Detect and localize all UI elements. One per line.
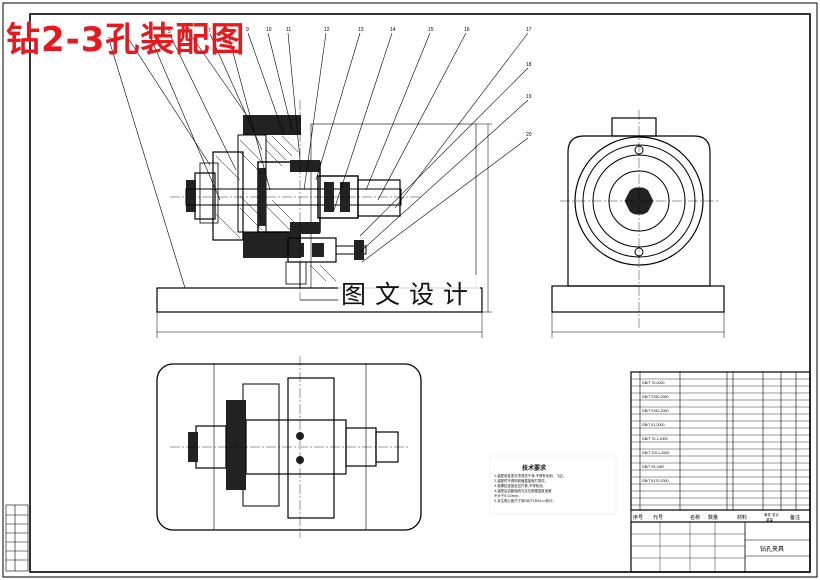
faceplate-bottom (243, 232, 301, 258)
callout-leaders (109, 32, 529, 289)
hdr-material: 材料 (737, 514, 747, 521)
callout-leader-18 (359, 67, 529, 237)
drawing-name: 钻孔夹具 (760, 545, 784, 553)
title-block-headers: 序号 代号 名称 数量 材料 单件 总计 重量 备注 钻孔夹具 (633, 512, 800, 553)
bom-table (630, 371, 811, 573)
tech-note-line: 不大于0.02mm。 (494, 494, 522, 498)
callout-leader-14 (333, 32, 393, 211)
tech-note-line: 1.装配前各零件须清洗干净,不得有毛刺、飞边。 (494, 474, 567, 478)
callout-leader-12 (303, 32, 327, 191)
hdr-total: 总计 (772, 512, 780, 517)
callout-leader-7 (209, 33, 263, 151)
callout-leader-4 (149, 35, 221, 201)
callout-label-4: 4 (148, 30, 151, 36)
callout-label-5: 5 (168, 29, 171, 35)
callout-label-9: 9 (246, 27, 249, 33)
callout-leader-16 (377, 32, 467, 201)
callout-leader-19 (359, 99, 529, 253)
callout-label-17: 17 (526, 27, 532, 33)
callout-leader-20 (361, 137, 529, 263)
hdr-single: 单件 (764, 512, 772, 517)
hdr-code: 代号 (653, 514, 663, 521)
hex-nut (194, 172, 216, 220)
callout-label-18: 18 (526, 62, 532, 68)
tech-note-line: 5.未注明公差尺寸按GB/T1804-m执行。 (494, 499, 556, 503)
bom-code: GB/T 70-2000 (642, 381, 665, 385)
overlay-title: 钻2-3孔装配图 (6, 20, 246, 60)
callout-label-15: 15 (428, 27, 434, 33)
callout-label-12: 12 (324, 27, 330, 33)
bom-code: GB/T 6170-2000 (642, 479, 669, 483)
hdr-seq: 序号 (633, 514, 643, 521)
hdr-name: 名称 (690, 514, 700, 521)
hdr-qty: 数量 (708, 514, 718, 521)
tech-notes-title: 技术要求 (522, 465, 547, 472)
faceplate-top (243, 115, 301, 135)
callout-label-8: 8 (226, 28, 229, 34)
callout-labels: 2 3 4 5 6 7 8 9 10 11 12 13 14 15 16 17 18 19 20 (108, 27, 532, 138)
tech-notes: 1.装配前各零件须清洗干净,不得有毛刺、飞边。2.装配时不得用铁锤直接敲打零件。… (494, 474, 614, 504)
callout-label-2: 2 (108, 37, 111, 43)
margin-table (5, 504, 29, 572)
inner-border (29, 13, 811, 573)
tech-note-line: 4.装配后钻套轴线与定位面垂直度误差 (494, 489, 552, 493)
hdr-remark: 备注 (790, 514, 800, 521)
bom-code: GB/T 119.1-2000 (642, 451, 669, 455)
front-view (156, 100, 492, 338)
callout-leader-2 (109, 42, 186, 289)
callout-label-10: 10 (266, 27, 272, 33)
callout-leader-13 (315, 32, 361, 181)
bom-code: GB/T 41-2000 (642, 423, 665, 427)
callout-label-14: 14 (390, 27, 396, 33)
callout-leader-8 (227, 33, 271, 191)
callout-leader-11 (287, 32, 301, 161)
callout-label-6: 6 (188, 28, 191, 34)
callout-label-19: 19 (526, 94, 532, 100)
callout-leader-6 (189, 33, 251, 121)
callout-leader-5 (169, 34, 237, 171)
callout-label-7: 7 (208, 28, 211, 34)
bom-code: GB/T 5780-2000 (642, 395, 669, 399)
callout-leader-17 (394, 32, 529, 209)
callout-label-16: 16 (464, 27, 470, 33)
side-view (551, 110, 725, 338)
callout-leader-15 (365, 32, 431, 191)
callout-leader-10 (267, 32, 293, 131)
bom-code: GB/T 93-1987 (642, 465, 665, 469)
tech-note-line: 2.装配时不得用铁锤直接敲打零件。 (494, 479, 549, 483)
callout-leader-9 (247, 32, 285, 136)
bom-code: GB/T 70.1-2000 (642, 437, 668, 441)
watermark-text: 图文设计 (338, 275, 481, 311)
top-view (156, 356, 422, 538)
callout-label-13: 13 (358, 27, 364, 33)
hdr-weight: 重量 (766, 517, 774, 522)
tech-note-line: 3.各螺纹连接处应拧紧,不得松动。 (494, 484, 546, 488)
callout-label-3: 3 (126, 32, 129, 38)
bom-code: GB/T 5781-2000 (642, 409, 669, 413)
callout-label-20: 20 (526, 132, 532, 138)
callout-label-11: 11 (286, 27, 291, 33)
